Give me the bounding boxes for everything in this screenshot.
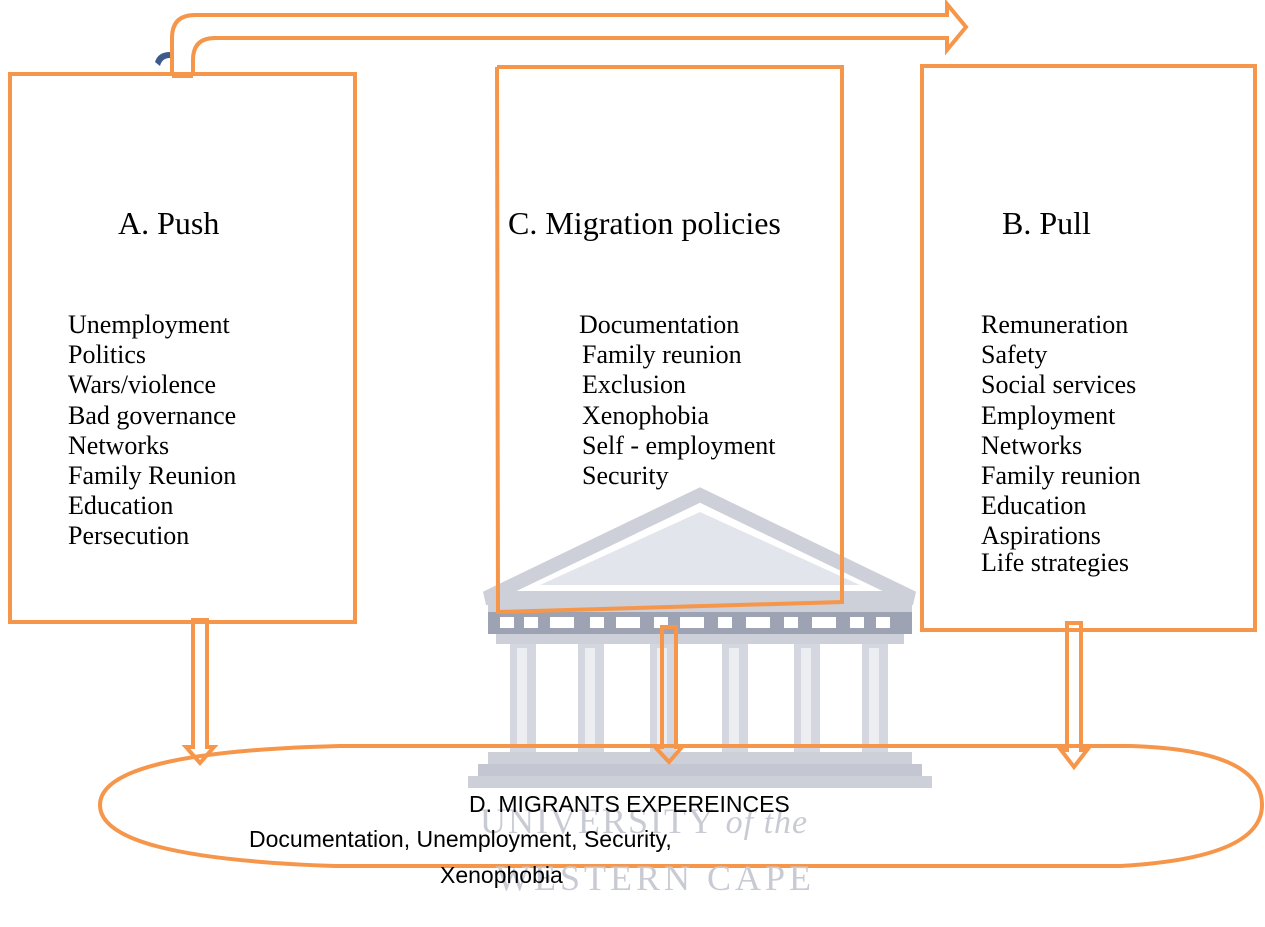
watermark-of-the: of the <box>725 804 809 841</box>
list-item: Wars/violence <box>68 370 217 400</box>
list-item: Bad governance <box>68 400 237 430</box>
watermark-university: UNIVERSITY <box>480 801 715 841</box>
pull-down-arrow <box>1056 621 1092 771</box>
list-item: Security <box>582 461 669 491</box>
list-item: Networks <box>68 430 170 460</box>
outcome-title: D. MIGRANTS EXPEREINCES <box>469 791 790 817</box>
crest-step-1 <box>488 752 912 764</box>
list-item: Exclusion <box>582 370 686 400</box>
policies-box <box>495 65 844 615</box>
list-item: Self - employment <box>582 430 776 460</box>
list-item: Family Reunion <box>68 461 237 491</box>
list-item: Family reunion <box>981 461 1141 491</box>
list-item: Family reunion <box>582 340 742 370</box>
outcome-ellipse <box>97 744 1265 868</box>
list-item: Aspirations <box>981 521 1101 551</box>
list-item: Xenophobia <box>582 400 710 430</box>
policies-items: Documentation Family reunion Exclusion X… <box>579 310 776 491</box>
watermark-line-2: WESTERN CAPE <box>496 858 816 898</box>
list-item: Remuneration <box>981 310 1129 339</box>
watermark-line-1: UNIVERSITY of the <box>480 800 808 842</box>
pull-title: B. Pull <box>1002 205 1091 241</box>
list-item: Safety <box>981 340 1048 370</box>
policies-title: C. Migration policies <box>508 205 781 241</box>
list-item: Unemployment <box>68 310 230 339</box>
push-items: Unemployment Politics Wars/violence Bad … <box>68 310 236 552</box>
list-item: Politics <box>68 340 147 370</box>
list-item: Networks <box>981 430 1083 460</box>
list-item: Education <box>981 491 1087 521</box>
pull-items: Remuneration Safety Social services Empl… <box>981 310 1141 578</box>
push-down-arrow <box>181 618 219 767</box>
outcome-line-1: Documentation, Unemployment, Security, <box>249 826 672 852</box>
list-item: Persecution <box>68 521 190 551</box>
list-item: Social services <box>981 370 1137 400</box>
pull-box <box>920 64 1257 632</box>
crest-step-2 <box>478 764 922 776</box>
list-item: Education <box>68 491 174 521</box>
crest-architrave <box>496 634 904 644</box>
small-blue-mark <box>155 52 170 66</box>
outcome-line-2: Xenophobia <box>440 862 563 888</box>
list-item: Employment <box>981 400 1116 430</box>
top-route-arrow <box>170 0 969 78</box>
list-item: Documentation <box>579 310 740 339</box>
crest-step-3 <box>468 776 932 788</box>
list-item: Life strategies <box>981 547 1129 577</box>
crest-pediment-inner <box>540 512 860 585</box>
push-title: A. Push <box>118 205 220 241</box>
